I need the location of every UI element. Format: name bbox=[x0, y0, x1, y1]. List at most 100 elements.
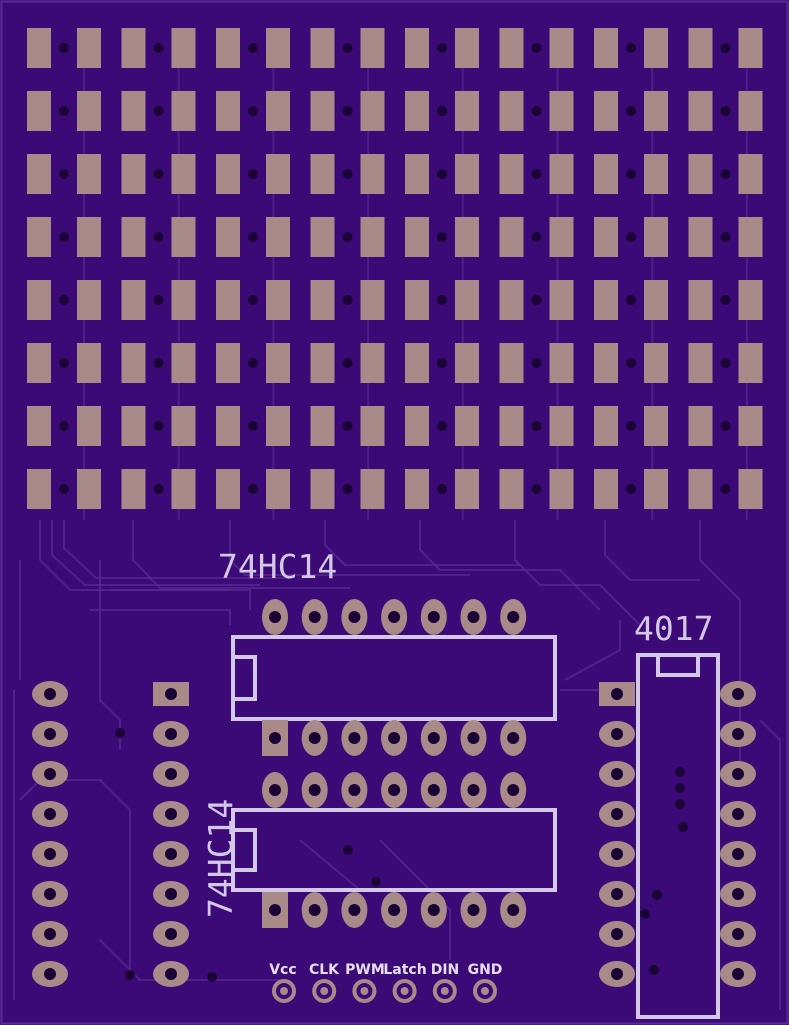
led-pad-right bbox=[360, 343, 385, 383]
led-pad-left bbox=[405, 91, 429, 131]
drill bbox=[611, 808, 623, 820]
led-via bbox=[342, 358, 353, 368]
led-pad-right bbox=[455, 406, 479, 446]
trace-1 bbox=[51, 520, 260, 586]
led-pad-left bbox=[27, 469, 51, 509]
led-pad-left bbox=[499, 406, 524, 446]
led-via bbox=[437, 358, 447, 368]
led-via bbox=[437, 169, 447, 179]
left-pad-outer bbox=[32, 761, 68, 787]
via bbox=[343, 845, 353, 855]
led-via bbox=[248, 484, 258, 494]
drill bbox=[467, 904, 480, 916]
led-via bbox=[531, 232, 542, 242]
led-pad-right bbox=[77, 217, 101, 257]
trace-15 bbox=[19, 779, 131, 980]
via bbox=[640, 909, 650, 919]
ic-top-pin-upper bbox=[381, 599, 408, 635]
led-pad-left bbox=[310, 91, 335, 131]
led-pad-left bbox=[216, 469, 240, 509]
led-pad-left bbox=[310, 217, 335, 257]
drill bbox=[44, 968, 56, 980]
led-via bbox=[248, 232, 258, 242]
via bbox=[125, 970, 135, 980]
left-connector-pads bbox=[32, 681, 189, 987]
led-cell bbox=[121, 343, 196, 383]
ic-top-notch bbox=[231, 655, 257, 701]
led-via bbox=[59, 43, 69, 53]
drill bbox=[348, 784, 361, 796]
led-pad-left bbox=[310, 343, 335, 383]
led-pad-right bbox=[644, 217, 668, 257]
left-pad-outer bbox=[32, 721, 68, 747]
led-pad-left bbox=[27, 91, 51, 131]
ic-top-pin-lower bbox=[341, 720, 368, 756]
led-via bbox=[59, 358, 69, 368]
led-pad-right bbox=[644, 406, 668, 446]
led-cell bbox=[121, 91, 196, 131]
led-pad-right bbox=[171, 28, 196, 68]
led-pad-right bbox=[549, 28, 574, 68]
led-pad-right bbox=[266, 154, 290, 194]
left-pad-inner bbox=[153, 721, 189, 747]
drill bbox=[44, 888, 56, 900]
drill bbox=[732, 688, 744, 700]
ic-top-pin-lower bbox=[500, 720, 527, 756]
led-cell bbox=[499, 154, 574, 194]
led-pad-right bbox=[644, 469, 668, 509]
ic-top-pin-upper bbox=[500, 599, 527, 635]
drill bbox=[165, 968, 177, 980]
trace-12 bbox=[110, 589, 251, 610]
led-pad-right bbox=[549, 217, 574, 257]
led-cell bbox=[499, 91, 574, 131]
led-pad-left bbox=[688, 406, 713, 446]
led-pad-right bbox=[171, 469, 196, 509]
led-via bbox=[248, 169, 258, 179]
drill bbox=[507, 784, 520, 796]
led-pad-right bbox=[738, 28, 763, 68]
drill bbox=[732, 928, 744, 940]
led-pad-right bbox=[171, 217, 196, 257]
left-pad-inner bbox=[153, 961, 189, 987]
led-via bbox=[342, 43, 353, 53]
ic-top-pins bbox=[262, 599, 527, 756]
led-cell bbox=[310, 469, 385, 509]
led-pad-left bbox=[594, 343, 618, 383]
ic-4017-pin-left bbox=[599, 961, 635, 987]
drill bbox=[44, 848, 56, 860]
trace-6 bbox=[419, 520, 601, 611]
ic-4017-pin-left bbox=[599, 721, 635, 747]
drill bbox=[427, 904, 440, 916]
ic-top-pin-lower bbox=[420, 720, 447, 756]
led-pad-right bbox=[77, 28, 101, 68]
led-pad-right bbox=[171, 280, 196, 320]
trace-19 bbox=[379, 839, 451, 960]
led-cell bbox=[27, 406, 101, 446]
drill bbox=[611, 768, 623, 780]
led-pad-right bbox=[455, 217, 479, 257]
led-via bbox=[437, 43, 447, 53]
led-via bbox=[626, 358, 636, 368]
led-pad-left bbox=[688, 469, 713, 509]
ic-bottom-pin-lower bbox=[420, 892, 447, 928]
signal-header: Vcc CLK PWM Latch DIN GND bbox=[269, 962, 502, 1003]
led-pad-left bbox=[499, 154, 524, 194]
ic-4017: 4017 bbox=[599, 609, 756, 1019]
via bbox=[115, 728, 125, 738]
drill bbox=[507, 611, 520, 623]
led-pad-right bbox=[360, 154, 385, 194]
led-cell bbox=[310, 280, 385, 320]
drill bbox=[427, 732, 440, 744]
trace-2 bbox=[63, 520, 290, 579]
led-pad-right bbox=[549, 154, 574, 194]
drill bbox=[507, 732, 520, 744]
drill bbox=[44, 808, 56, 820]
led-pad-left bbox=[216, 217, 240, 257]
drill bbox=[348, 904, 361, 916]
trace-5 bbox=[324, 520, 520, 566]
led-pad-right bbox=[738, 217, 763, 257]
led-cell bbox=[405, 154, 479, 194]
led-via bbox=[342, 421, 353, 431]
led-pad-left bbox=[121, 28, 146, 68]
